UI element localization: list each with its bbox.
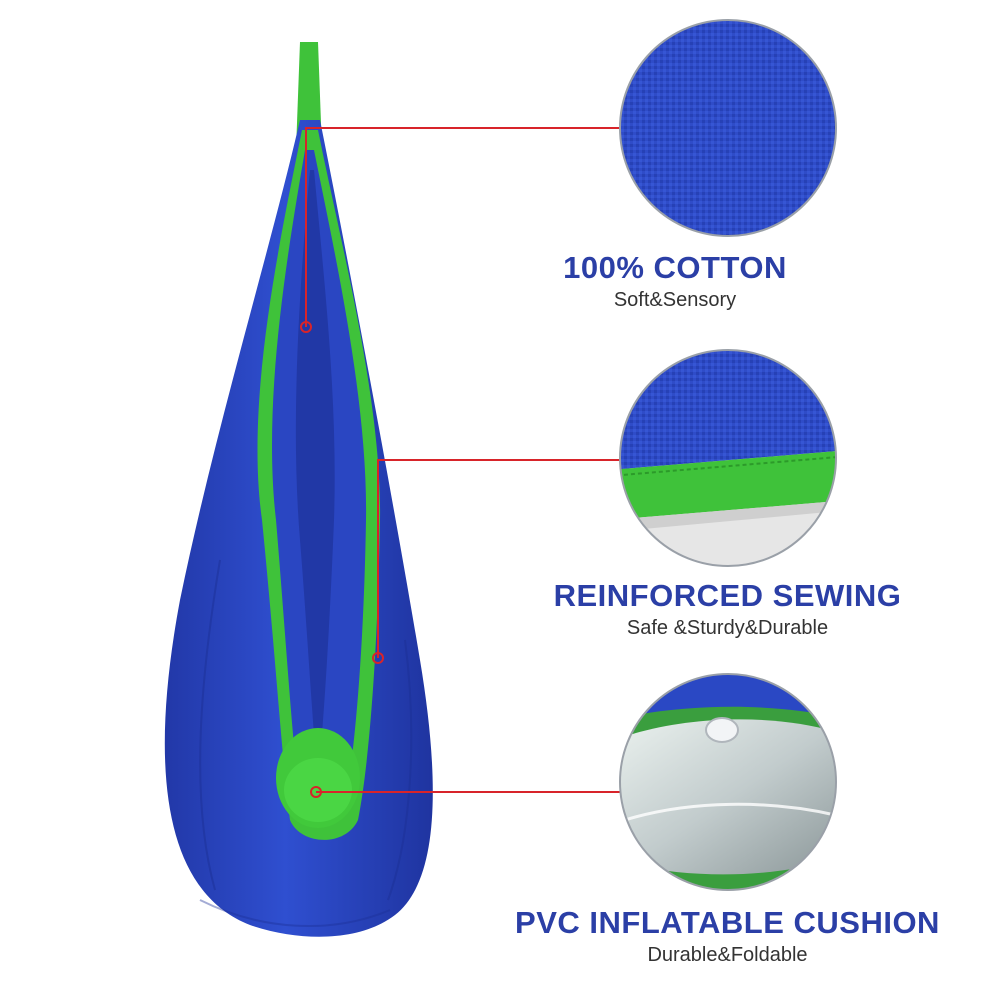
feature-subtitle-cotton: Soft&Sensory xyxy=(613,289,737,311)
feature-subtitle-sewing: Safe &Sturdy&Durable xyxy=(626,617,829,639)
feature-title-cushion: PVC INFLATABLE CUSHION xyxy=(515,905,940,940)
feature-title-sewing: REINFORCED SEWING xyxy=(553,578,902,613)
hanging-pod-swing-icon xyxy=(164,42,433,937)
cotton-texture-closeup-icon xyxy=(619,19,837,237)
stitched-edge-closeup-icon xyxy=(619,349,837,567)
feature-title-cotton: 100% COTTON xyxy=(563,250,787,285)
callout-lines xyxy=(300,127,622,798)
feature-subtitle-cushion: Durable&Foldable xyxy=(647,944,808,966)
inflatable-cushion-closeup-icon xyxy=(619,673,837,891)
